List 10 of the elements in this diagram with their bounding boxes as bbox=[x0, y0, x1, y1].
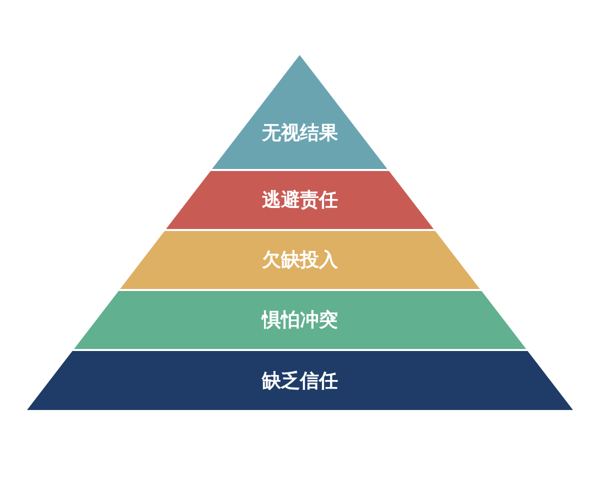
pyramid-layer bbox=[212, 55, 388, 169]
layer-label: 逃避责任 bbox=[260, 188, 339, 212]
pyramid-layer bbox=[166, 171, 434, 229]
layer-label: 惧怕冲突 bbox=[260, 308, 339, 332]
pyramid-layer bbox=[27, 351, 573, 410]
layer-label: 欠缺投入 bbox=[260, 248, 339, 272]
pyramid-layer bbox=[74, 291, 526, 349]
layer-label: 缺乏信任 bbox=[260, 368, 339, 392]
pyramid-layer bbox=[120, 231, 480, 289]
layer-label: 无视结果 bbox=[260, 120, 339, 145]
